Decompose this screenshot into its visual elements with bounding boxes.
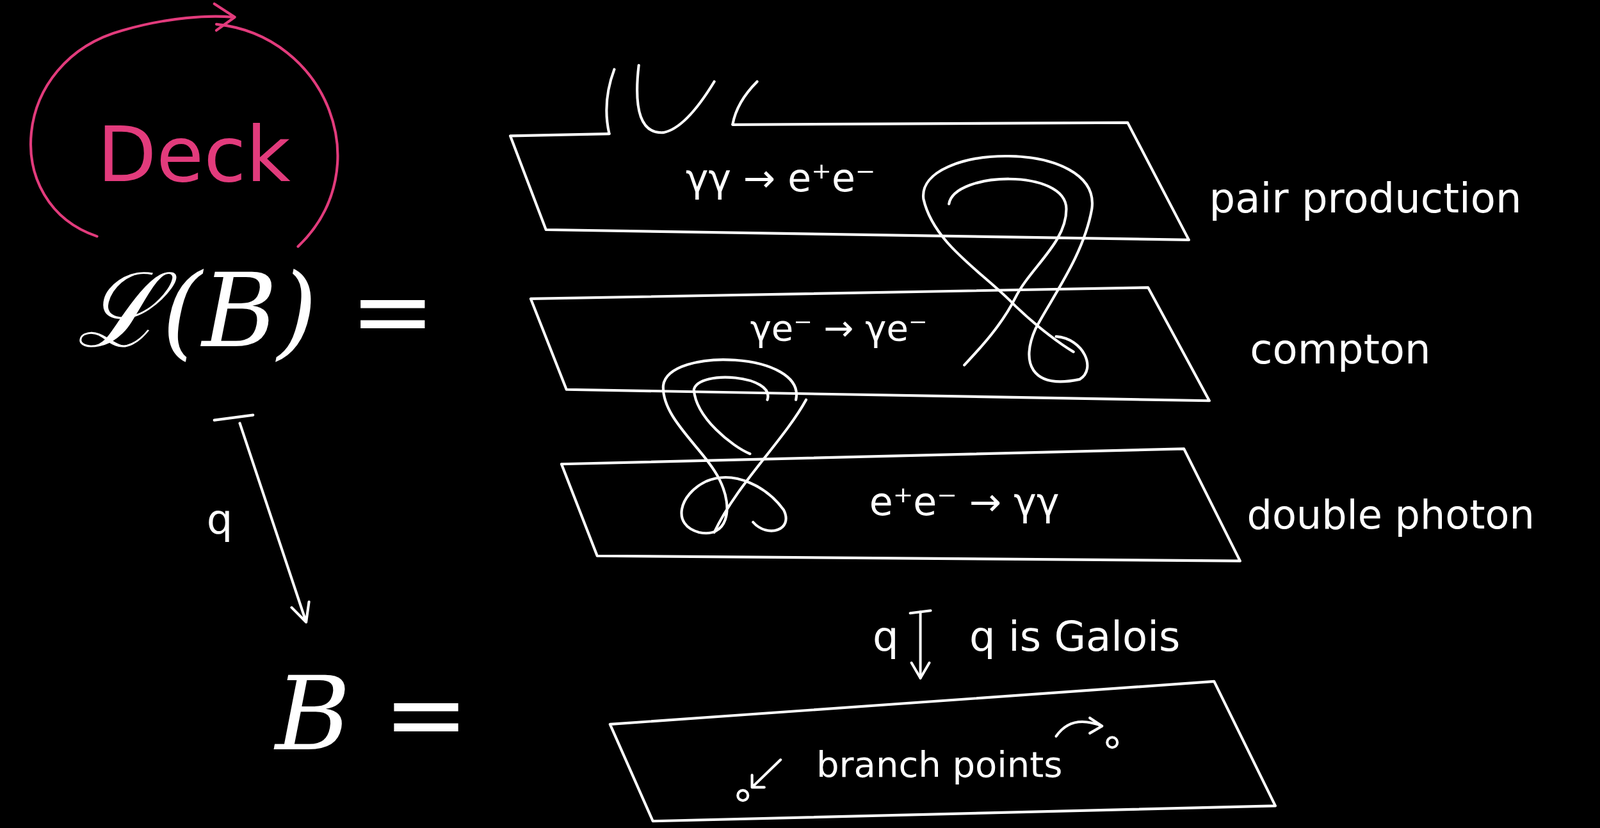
sheet-name: pair production: [1209, 175, 1522, 223]
sheet-outline-path: [510, 122, 1189, 240]
space-symbol: B =: [275, 655, 470, 774]
process-text: e⁺e⁻ → γγ: [869, 480, 1060, 525]
sheet-outline-path: [561, 448, 1241, 561]
tube-upper: [923, 156, 1093, 382]
map-name: q: [206, 496, 234, 545]
sheet-name: double photon: [1247, 492, 1535, 538]
sheet: γγ → e⁺e⁻ pair production: [505, 61, 1572, 246]
branch-point: [737, 790, 748, 801]
tube-lower: [663, 359, 807, 534]
deck-label: Deck: [97, 110, 291, 200]
circled-label: Deck: [20, 3, 358, 255]
note-text: q is Galois: [969, 614, 1180, 662]
space-symbol: ℒ(B) =: [76, 252, 436, 371]
process-text: γe⁻ → γe⁻: [750, 307, 928, 349]
sheet: e⁺e⁻ → γγ double photon: [556, 444, 1593, 564]
base-sheet: branch points: [606, 704, 1281, 825]
map-arrow: [910, 610, 931, 679]
sheet-name: compton: [1249, 326, 1431, 374]
pointer-arrow: [752, 759, 782, 788]
arrow-shaft: [919, 612, 922, 679]
branch-point: [1107, 737, 1118, 748]
pointer-arrow: [1056, 718, 1103, 737]
arrow-tail-bar: [910, 610, 931, 614]
base-sheet-outline-path: [610, 681, 1276, 822]
process-text: γγ → e⁺e⁻: [685, 156, 876, 201]
branch-label: branch points: [816, 744, 1063, 786]
sheet-outline-path: [530, 287, 1210, 401]
arrow-head: [911, 663, 930, 679]
circled-label-outline-path: [30, 3, 338, 247]
sheet: γe⁻ → γe⁻ compton: [525, 283, 1490, 406]
edge-label: q: [872, 614, 899, 662]
